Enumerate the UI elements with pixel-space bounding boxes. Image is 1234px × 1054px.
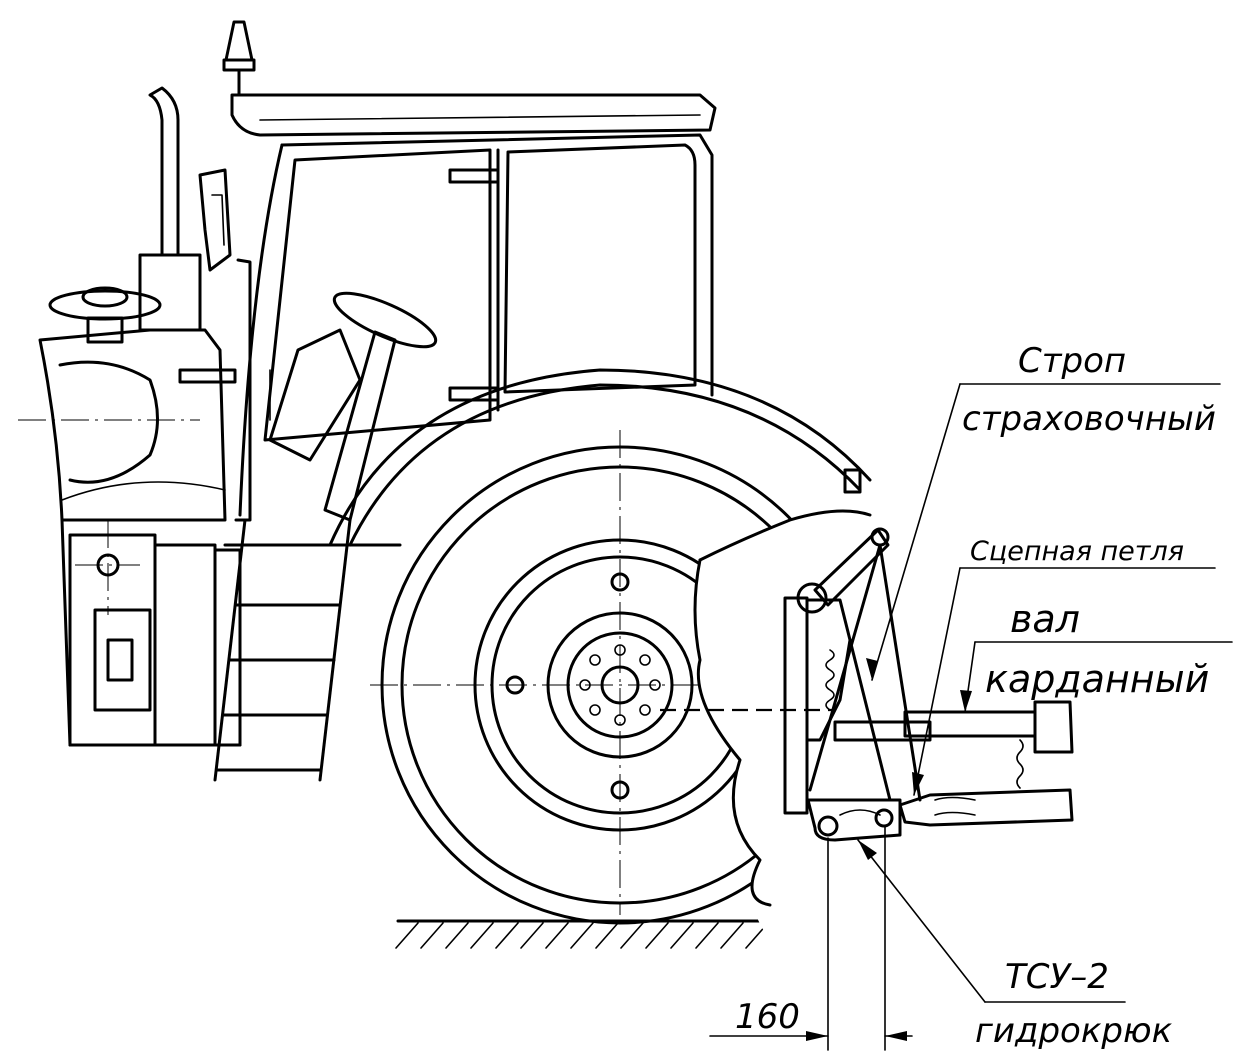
label-loop: Сцепная петля bbox=[970, 536, 1184, 567]
dimension-160 bbox=[709, 825, 913, 1051]
rear-fender bbox=[328, 368, 872, 547]
label-hook-line2: гидрокрюк bbox=[975, 1011, 1173, 1051]
label-shaft-line2: карданный bbox=[985, 657, 1209, 701]
label-shaft-line1: вал bbox=[1010, 597, 1080, 641]
engine-body bbox=[18, 86, 242, 747]
ground-line bbox=[395, 919, 787, 949]
hitch-assembly bbox=[660, 527, 1074, 842]
beacon-light-icon bbox=[222, 20, 256, 97]
section-break bbox=[693, 509, 1234, 940]
label-hook-line1: ТСУ–2 bbox=[1005, 957, 1109, 997]
cab bbox=[178, 93, 717, 522]
label-strap-line1: Строп bbox=[1018, 341, 1126, 381]
ladder bbox=[213, 518, 402, 782]
leader-lines bbox=[857, 383, 1233, 1003]
dimension-value: 160 bbox=[735, 997, 800, 1037]
label-strap-line2: страховочный bbox=[962, 399, 1216, 439]
